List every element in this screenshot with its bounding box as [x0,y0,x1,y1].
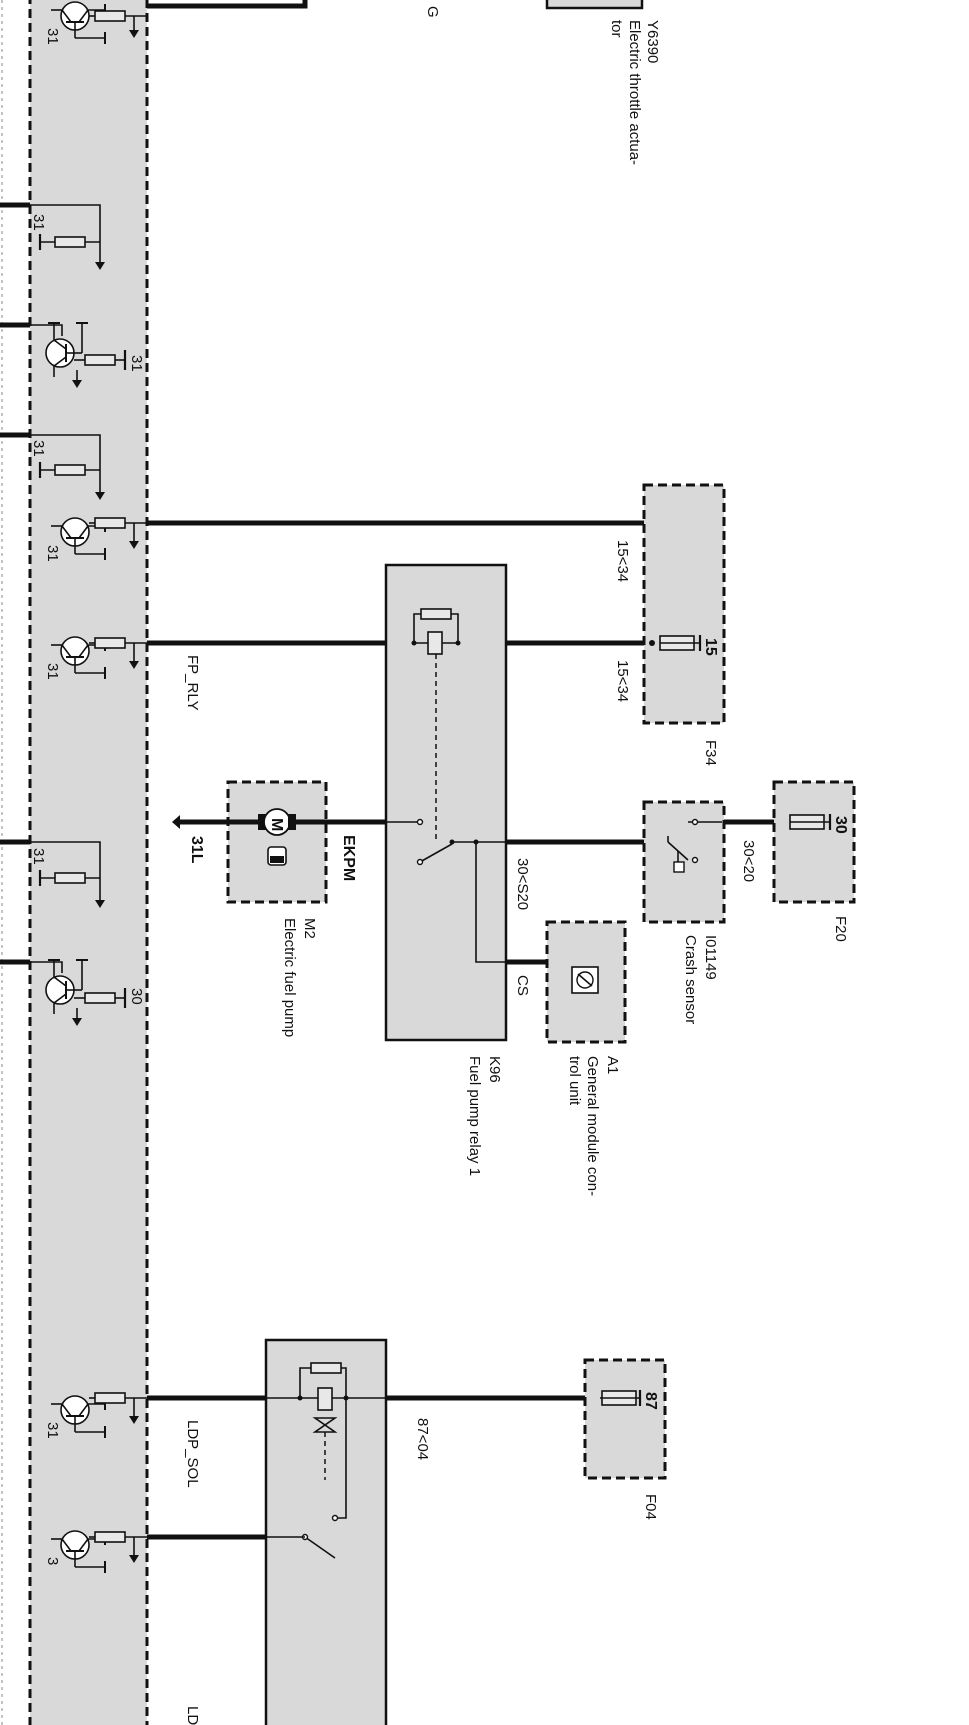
ground-31-label: 31 [30,848,47,865]
ground-31l-label: 31L [188,836,205,864]
f04-fuse-symbol [600,1390,642,1406]
ground-31-label: 31 [30,440,47,457]
m2-pump-box [226,780,328,904]
f34-fuse-symbol [649,635,702,651]
ground-31-label: 31 [44,545,61,562]
output-stage-1 [50,1,147,45]
f20-fuse-box [772,780,856,904]
f34-pin-label: 15 [702,638,719,656]
ground-31-label: 31 [128,355,145,372]
input-stage-1 [0,202,105,270]
ekpm-label: EKPM [340,835,357,881]
output-stage-7 [50,1530,147,1574]
ground-31-label: 31 [44,28,61,45]
control-module-band [28,0,149,1725]
f34-wire-label-lower: 15<34 [614,660,631,702]
a1-module-box [545,920,627,1044]
k96-relay-coil [411,608,461,840]
input-stage-3 [0,839,105,908]
f20-fuse-symbol [789,814,832,830]
m2-name: Electric fuel pump [281,918,298,1037]
ground-31-partial-label: 3 [44,1557,61,1565]
a1-name-line1: General module con- [584,1056,601,1196]
k96-name: Fuel pump relay 1 [466,1056,483,1176]
ground-31-label: 31 [44,663,61,680]
a1-name-line2: trol unit [566,1056,583,1106]
ground-31l-symbol [172,815,180,829]
f04-code: F04 [642,1494,659,1520]
ldp-valve-symbol [266,1362,386,1559]
f20-wire-label: 30<20 [740,840,757,882]
y6390-box [545,0,644,10]
crash-sensor-name: Crash sensor [682,935,699,1024]
throttle-wire [147,0,308,9]
output-stage-4 [50,636,147,680]
crash-sensor-switch [667,818,722,873]
cs-label: CS [514,975,531,996]
f34-fuse-box [642,483,726,725]
ground-31-label: 31 [44,1422,61,1439]
y6390-name-line2: tor [608,20,625,38]
f20-pin-label: 30 [832,816,849,834]
input-stage-2 [0,432,105,500]
y6390-code: Y6390 [644,20,661,63]
output-stage-5 [0,959,127,1026]
bottom-edge-label: LD [184,1706,201,1725]
f34-wire-label-upper: 15<34 [614,540,631,582]
fp-rly-label: FP_RLY [184,655,201,711]
supply-30-label: 30 [128,988,145,1005]
k96-relay-box [384,563,508,1042]
a1-module-symbol [571,966,599,994]
f04-fuse-box [583,1358,667,1480]
ground-31-label: 31 [30,214,47,231]
f04-pin-label: 87 [642,1392,659,1410]
output-stage-6 [50,1392,147,1439]
m2-motor-symbol [228,808,326,866]
f04-wire-label: 87<04 [414,1418,431,1460]
motor-symbol-letter: M [268,818,285,831]
y6390-name-line1: Electric throttle actua- [626,20,643,165]
ldp-sol-label: LDP_SOL [184,1420,201,1488]
top-edge-label: G [424,6,441,18]
crash-sensor-code: I01149 [702,935,719,980]
k96-relay-switch [386,818,505,963]
a1-code: A1 [604,1056,621,1074]
f20-code: F20 [832,916,849,942]
output-stage-3 [50,517,147,561]
k96-code: K96 [486,1056,503,1083]
relay-wire-label: 30<S20 [514,858,531,910]
m2-code: M2 [301,918,318,939]
f34-code: F34 [702,740,719,766]
output-stage-2 [0,322,127,388]
